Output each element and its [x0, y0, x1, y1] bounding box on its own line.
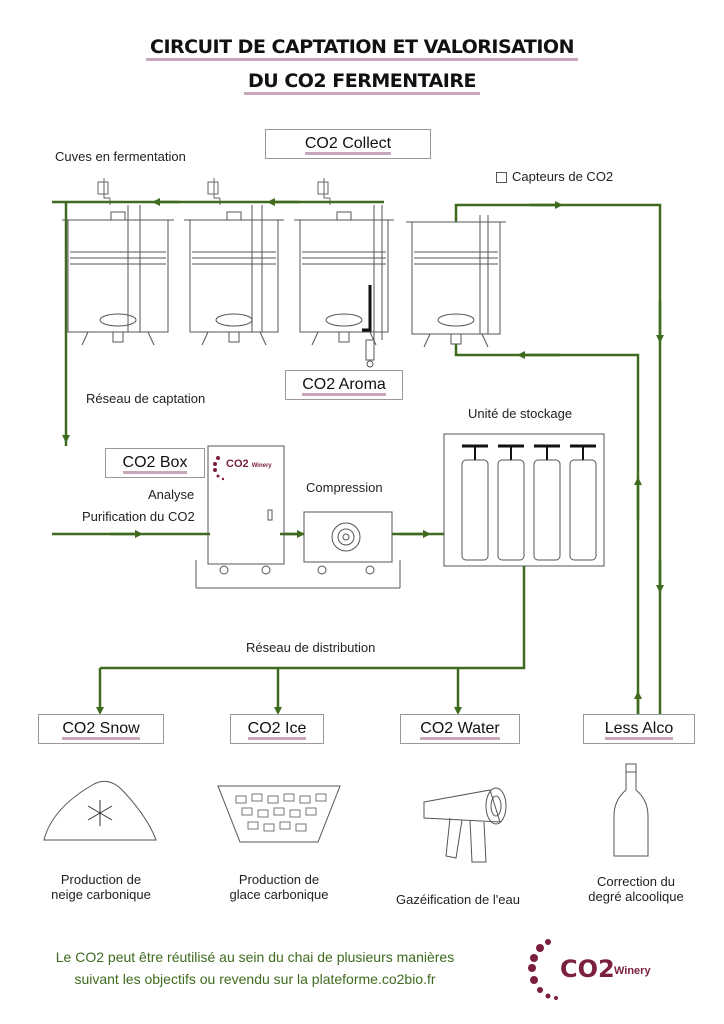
storage-unit: [443, 433, 605, 567]
purification-label: Purification du CO2: [82, 509, 195, 524]
co2-box-logo-icon: [213, 456, 225, 481]
fermentation-tank: [62, 205, 174, 346]
stockage-label: Unité de stockage: [468, 406, 573, 421]
ice-bin-icon: [217, 785, 341, 843]
title-line-2: DU CO2 FERMENTAIRE: [0, 70, 724, 95]
aroma-sensor-icon: [362, 285, 372, 332]
co2-aroma-box: CO2 Aroma: [285, 370, 403, 400]
gas-gun-icon: [423, 787, 507, 863]
co2-sensor-icon: [207, 178, 221, 205]
capture-loop-pipe: [454, 201, 664, 720]
co2-collect-box: CO2 Collect: [265, 129, 431, 159]
co2-box-box: CO2 Box: [105, 448, 205, 478]
output-box-water: CO2 Water: [400, 714, 520, 744]
collection-pipe: [52, 198, 384, 446]
logo-winery-text: Winery: [614, 965, 651, 977]
fermentation-tank: [184, 205, 284, 346]
output-box-less-alco: Less Alco: [583, 714, 695, 744]
compressor-machine: [303, 511, 393, 575]
snow-pile-icon: [43, 780, 157, 841]
co2-box-logo-text: CO2 Winery: [226, 458, 272, 470]
co2-box-machine: [195, 445, 401, 589]
output-box-ice: CO2 Ice: [230, 714, 324, 744]
sensor-legend-icon: [496, 172, 507, 183]
analyse-label: Analyse: [148, 487, 195, 502]
compression-label: Compression: [306, 480, 383, 495]
fermentation-tank: [294, 205, 394, 368]
reseau-distribution-label: Réseau de distribution: [246, 640, 376, 655]
output-box-snow: CO2 Snow: [38, 714, 164, 744]
logo-co2-text: CO2: [560, 955, 615, 983]
cuves-label: Cuves en fermentation: [55, 149, 186, 164]
title-line-1: CIRCUIT DE CAPTATION ET VALORISATION: [0, 36, 724, 61]
reseau-captation-label: Réseau de captation: [86, 391, 206, 406]
fermentation-tank: [406, 215, 506, 348]
wine-bottle-icon: [613, 763, 649, 857]
capteurs-label: Capteurs de CO2: [512, 169, 614, 184]
caption-water: Gazéification de l'eau: [396, 892, 520, 907]
co2-winery-logo-icon: [528, 939, 558, 1000]
distribution-pipe: [96, 566, 526, 715]
footer-text: Le CO2 peut être réutilisé au sein du ch…: [55, 949, 455, 987]
